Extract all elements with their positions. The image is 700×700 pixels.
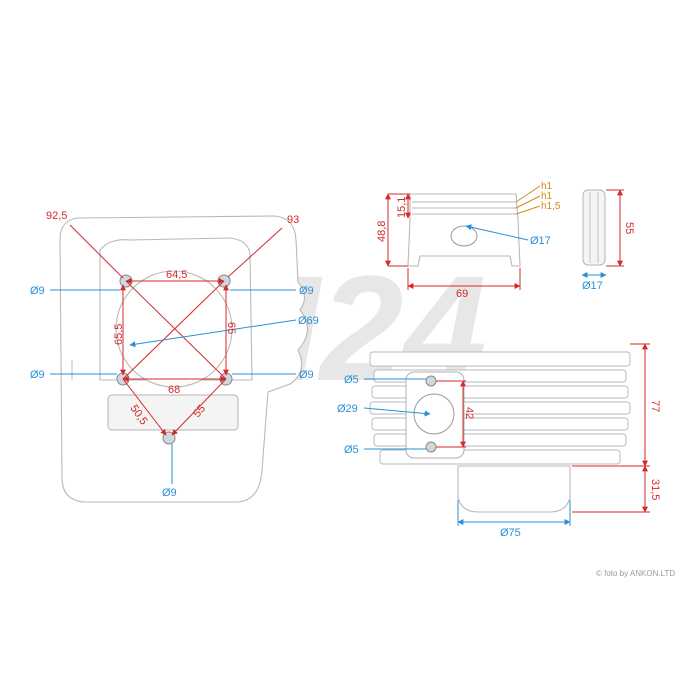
dim-left-height: 65,5 [113,324,125,345]
dim-bottom-width: 68 [168,384,180,396]
dim-pin-diameter: Ø17 [582,280,603,292]
dim-ring3: h1,5 [541,201,561,212]
dim-bore: Ø69 [298,315,319,327]
cylinder-base-view: 92,5 93 Ø9 Ø9 Ø9 Ø9 64,5 68 65,5 65 Ø69 … [30,210,319,503]
dim-ring2: h1 [541,191,553,202]
piston-view: 48,8 15,1 h1 h1 h1,5 Ø17 69 [376,181,561,300]
photo-credit: © foto by ANKON.LTD [596,569,675,578]
dim-hole-tr: Ø9 [299,285,314,297]
dim-port: Ø29 [337,403,358,415]
dim-piston-diameter: 69 [456,288,468,300]
dim-skirt-diameter: Ø75 [500,527,521,539]
dim-ring-zone: 15,1 [396,197,408,218]
dim-diagonal-left: 92,5 [46,210,67,222]
dim-piston-height: 48,8 [376,221,388,242]
dim-top-width: 64,5 [166,269,187,281]
dim-pin-length: 55 [623,222,635,234]
piston-pin-view: 55 Ø17 [581,189,635,292]
cylinder-side-view: Ø5 Ø29 Ø5 42 77 31,5 Ø75 [337,343,661,539]
dim-ring1: h1 [541,181,553,192]
dim-hole-tl: Ø9 [30,285,45,297]
dim-stud-top: Ø5 [344,374,359,386]
dim-diagonal-right: 93 [287,214,299,226]
dim-bottom-hole: Ø9 [162,487,177,499]
dim-stud-bottom: Ø5 [344,444,359,456]
dim-skirt-height: 31,5 [649,479,661,500]
dim-cylinder-height: 77 [649,400,661,412]
dim-hole-br: Ø9 [299,369,314,381]
dim-stud-spacing: 42 [463,407,475,419]
dim-right-height: 65 [225,322,237,334]
dim-hole-bl: Ø9 [30,369,45,381]
dim-pin-hole: Ø17 [530,235,551,247]
